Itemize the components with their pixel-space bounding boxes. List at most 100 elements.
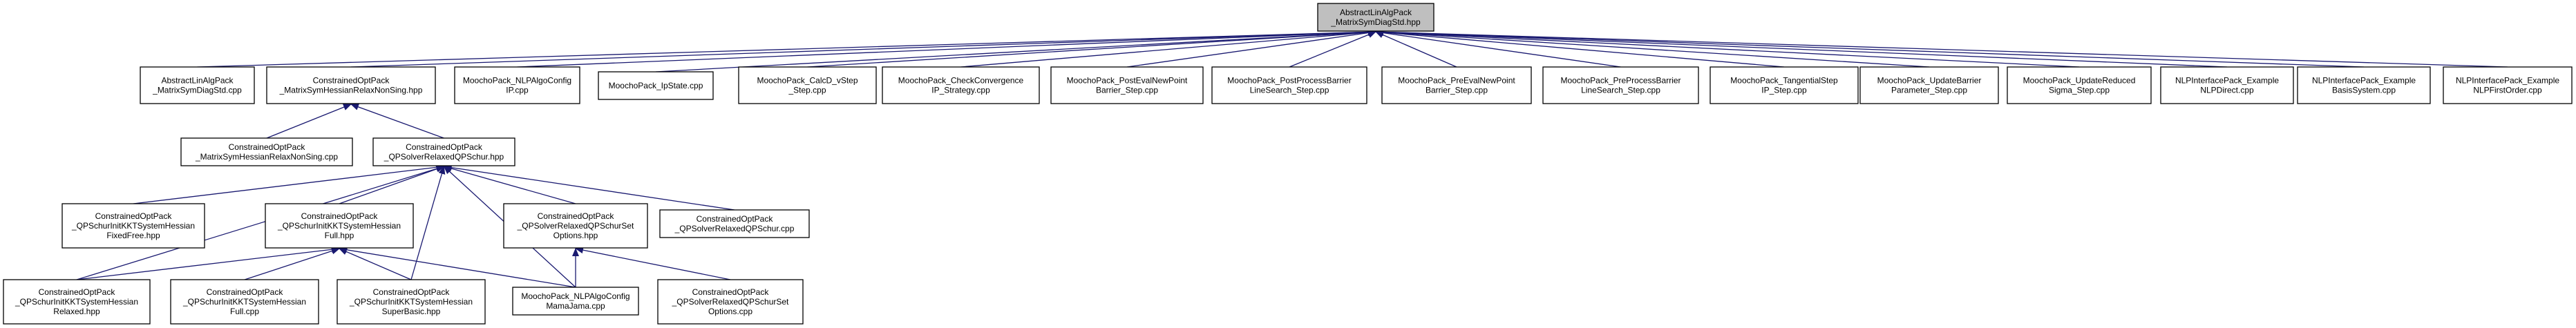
- node-label-line: Full.hpp: [325, 231, 354, 240]
- node-label-line: IP_Step.cpp: [1761, 86, 1807, 95]
- node-box: [882, 66, 1040, 104]
- edge-line: [133, 164, 445, 204]
- dependency-edge: [443, 165, 576, 204]
- node-label-line: ConstrainedOptPack: [697, 214, 774, 224]
- node-box: [3, 279, 151, 325]
- file-node[interactable]: MoochoPack_PostProcessBarrierLineSearch_…: [1211, 66, 1367, 104]
- file-node[interactable]: ConstrainedOptPack_QPSolverRelaxedQPSchu…: [503, 203, 648, 249]
- dependency-edge: [1375, 31, 1457, 68]
- node-box: [454, 66, 580, 104]
- file-node[interactable]: AbstractLinAlgPack_MatrixSymDiagStd.cpp: [140, 66, 255, 104]
- file-node[interactable]: ConstrainedOptPack_QPSchurInitKKTSystemH…: [3, 279, 151, 325]
- file-node[interactable]: MoochoPack_PreEvalNewPointBarrier_Step.c…: [1381, 66, 1532, 104]
- file-node[interactable]: MoochoPack_CalcD_vStep_Step.cpp: [738, 66, 877, 104]
- edge-line: [1289, 31, 1376, 68]
- node-box: [503, 203, 648, 249]
- edge-line: [76, 246, 340, 280]
- node-label-line: ConstrainedOptPack: [229, 142, 306, 152]
- node-box: [265, 203, 414, 249]
- file-node[interactable]: ConstrainedOptPack_QPSchurInitKKTSystemH…: [61, 203, 205, 249]
- node-layer: AbstractLinAlgPack_MatrixSymDiagStd.hppA…: [3, 3, 2573, 325]
- node-label-line: Parameter_Step.cpp: [1891, 86, 1967, 95]
- node-label-line: NLPInterfacePack_Example: [2312, 76, 2416, 86]
- node-label-line: _QPSolverRelaxedQPSchur.hpp: [383, 152, 504, 162]
- edge-line: [1375, 28, 1785, 68]
- edge-line: [244, 247, 340, 280]
- file-node[interactable]: ConstrainedOptPack_QPSolverRelaxedQPSchu…: [372, 137, 515, 166]
- node-label-line: _QPSchurInitKKTSystemHessian: [15, 297, 138, 307]
- node-label-line: _MatrixSymDiagStd.hpp: [1330, 17, 1421, 27]
- node-label-line: Options.hpp: [553, 231, 598, 240]
- node-label-line: Barrier_Step.cpp: [1096, 86, 1158, 95]
- file-node[interactable]: ConstrainedOptPack_QPSolverRelaxedQPSchu…: [659, 209, 810, 238]
- node-label-line: AbstractLinAlgPack: [1340, 8, 1412, 17]
- node-label-line: NLPInterfacePack_Example: [2456, 76, 2559, 86]
- edge-line: [960, 28, 1376, 68]
- edge-line: [410, 166, 446, 280]
- node-label-line: MoochoPack_UpdateBarrier: [1877, 76, 1982, 86]
- node-label-line: MoochoPack_PostEvalNewPoint: [1067, 76, 1188, 86]
- file-node[interactable]: MoochoPack_IpState.cpp: [598, 71, 714, 100]
- edge-line: [1375, 28, 2228, 68]
- node-label-line: _QPSolverRelaxedQPSchur.cpp: [674, 224, 795, 233]
- node-box: [61, 203, 205, 249]
- node-label-line: LineSearch_Step.cpp: [1581, 86, 1660, 95]
- root-file-node[interactable]: AbstractLinAlgPack_MatrixSymDiagStd.hpp: [1317, 3, 1434, 32]
- node-label-line: MoochoPack_UpdateReduced: [2023, 76, 2136, 86]
- node-label-line: ConstrainedOptPack: [538, 211, 615, 221]
- dependency-edge: [1375, 29, 1621, 68]
- node-label-line: MamaJama.cpp: [546, 301, 605, 311]
- file-node[interactable]: NLPInterfacePack_ExampleNLPFirstOrder.cp…: [2443, 66, 2573, 104]
- node-box: [2297, 66, 2431, 104]
- node-label-line: NLPDirect.cpp: [2200, 86, 2254, 95]
- dependency-edge: [76, 165, 445, 280]
- file-node[interactable]: MoochoPack_PostEvalNewPointBarrier_Step.…: [1050, 66, 1204, 104]
- node-box: [180, 137, 353, 166]
- node-label-line: _QPSolverRelaxedQPSchurSet: [517, 221, 634, 231]
- file-node[interactable]: ConstrainedOptPack_MatrixSymHessianRelax…: [180, 137, 353, 166]
- node-label-line: _MatrixSymHessianRelaxNonSing.cpp: [195, 152, 338, 162]
- node-box: [1859, 66, 1999, 104]
- edge-line: [655, 28, 1376, 73]
- file-node[interactable]: MoochoPack_PreProcessBarrierLineSearch_S…: [1542, 66, 1699, 104]
- node-label-line: _QPSchurInitKKTSystemHessian: [71, 221, 195, 231]
- node-label-line: ConstrainedOptPack: [207, 287, 284, 297]
- node-label-line: ConstrainedOptPack: [406, 142, 483, 152]
- node-label-line: MoochoPack_PostProcessBarrier: [1227, 76, 1351, 86]
- dependency-edge: [197, 28, 1376, 68]
- file-node[interactable]: ConstrainedOptPack_QPSolverRelaxedQPSchu…: [657, 279, 804, 325]
- edge-line: [807, 28, 1376, 68]
- file-node[interactable]: ConstrainedOptPack_QPSchurInitKKTSystemH…: [170, 279, 319, 325]
- dependency-edge: [244, 247, 340, 280]
- file-node[interactable]: ConstrainedOptPack_QPSchurInitKKTSystemH…: [337, 279, 486, 325]
- dependency-edge: [1375, 28, 2080, 68]
- edge-line: [350, 28, 1376, 68]
- dependency-edge: [1375, 28, 1930, 68]
- node-label-line: MoochoPack_CheckConvergence: [898, 76, 1024, 86]
- dependency-edge: [1375, 28, 2508, 68]
- node-label-line: ConstrainedOptPack: [39, 287, 116, 297]
- node-label-line: Barrier_Step.cpp: [1426, 86, 1488, 95]
- file-node[interactable]: ConstrainedOptPack_MatrixSymHessianRelax…: [266, 66, 436, 104]
- dependency-edge: [1126, 29, 1376, 68]
- node-label-line: Relaxed.hpp: [53, 307, 100, 316]
- dependency-edge: [350, 28, 1376, 68]
- file-node[interactable]: ConstrainedOptPack_QPSchurInitKKTSystemH…: [265, 203, 414, 249]
- file-node[interactable]: MoochoPack_CheckConvergenceIP_Strategy.c…: [882, 66, 1040, 104]
- edge-line: [266, 104, 352, 139]
- dependency-edge: [1289, 31, 1376, 68]
- dependency-edge: [443, 164, 735, 211]
- edge-line: [197, 28, 1376, 68]
- dependency-edge: [133, 164, 445, 204]
- file-node[interactable]: MoochoPack_UpdateBarrierParameter_Step.c…: [1859, 66, 1999, 104]
- edge-line: [339, 246, 576, 288]
- edge-line: [350, 104, 444, 139]
- node-label-line: LineSearch_Step.cpp: [1250, 86, 1329, 95]
- dependency-edge: [339, 246, 576, 288]
